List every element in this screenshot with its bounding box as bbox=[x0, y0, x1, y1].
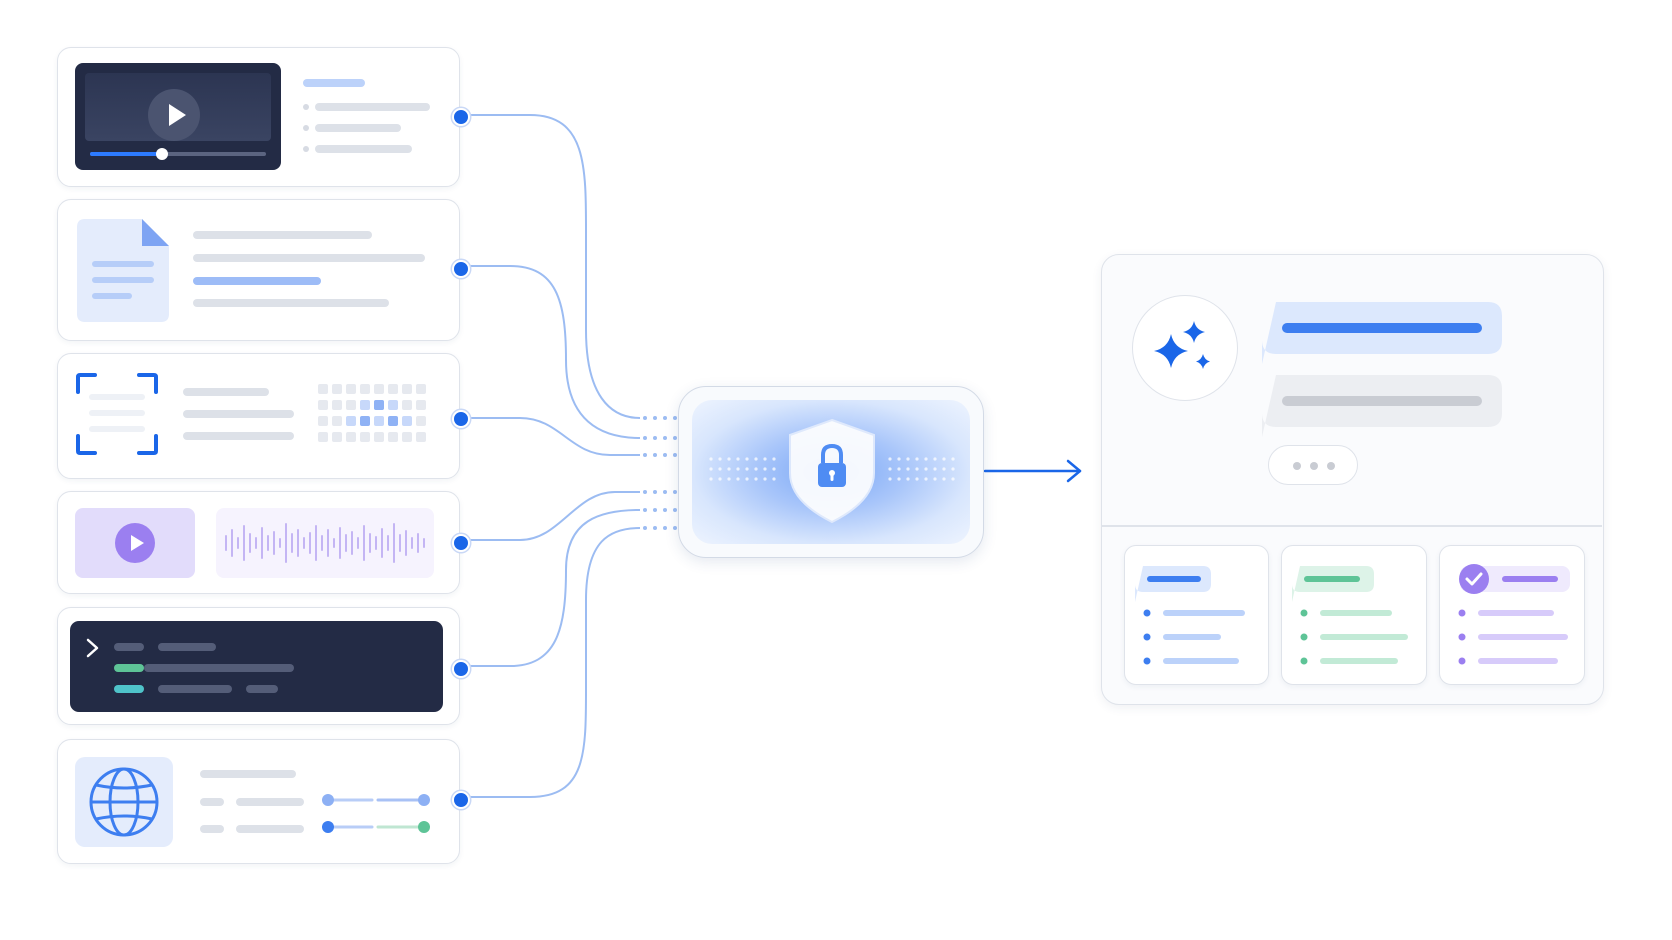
ellipsis-icon bbox=[1268, 445, 1358, 485]
assistant-avatar bbox=[1132, 295, 1238, 401]
connector-terminal bbox=[462, 509, 641, 667]
connector-audio bbox=[462, 491, 640, 541]
web-links bbox=[322, 794, 430, 833]
result-card-purple[interactable] bbox=[1439, 545, 1585, 685]
input-card-audio[interactable] bbox=[57, 491, 470, 594]
terminal-window[interactable] bbox=[70, 621, 443, 712]
terminal-prompt-icon bbox=[86, 638, 100, 663]
connector-web bbox=[462, 527, 641, 798]
result-card-green[interactable] bbox=[1281, 545, 1427, 685]
video-scrubber[interactable] bbox=[156, 148, 168, 160]
assistant-output-panel[interactable] bbox=[1101, 254, 1604, 705]
input-card-video[interactable] bbox=[57, 47, 470, 187]
input-card-document[interactable] bbox=[57, 199, 470, 341]
shield-lock-icon bbox=[789, 418, 875, 524]
video-progress-track[interactable] bbox=[90, 148, 266, 160]
panel-divider bbox=[1102, 525, 1602, 527]
input-card-image-scan[interactable] bbox=[57, 353, 470, 479]
pixel-grid bbox=[318, 384, 426, 442]
port-video bbox=[452, 108, 470, 126]
connector-video bbox=[462, 114, 641, 419]
video-thumbnail[interactable] bbox=[75, 63, 281, 170]
input-card-web[interactable] bbox=[57, 739, 470, 864]
audio-play-icon[interactable] bbox=[115, 523, 155, 563]
port-document bbox=[452, 260, 470, 278]
port-audio bbox=[452, 534, 470, 552]
port-terminal bbox=[452, 660, 470, 678]
audio-thumbnail[interactable] bbox=[75, 508, 195, 578]
play-icon[interactable] bbox=[148, 89, 200, 141]
connector-document bbox=[462, 265, 641, 439]
connector-scan bbox=[462, 417, 640, 456]
audio-waveform bbox=[216, 508, 434, 578]
globe-icon bbox=[75, 757, 173, 847]
port-image bbox=[452, 410, 470, 428]
result-card-blue[interactable] bbox=[1124, 545, 1269, 685]
check-circle-icon bbox=[1459, 564, 1489, 594]
scan-frame-icon bbox=[75, 372, 159, 456]
port-web bbox=[452, 791, 470, 809]
input-card-terminal[interactable] bbox=[57, 607, 470, 725]
document-icon bbox=[75, 219, 171, 322]
sparkle-icon bbox=[1154, 321, 1210, 369]
secure-processing-hub[interactable] bbox=[678, 386, 984, 558]
arrow-right-icon bbox=[983, 459, 1082, 483]
